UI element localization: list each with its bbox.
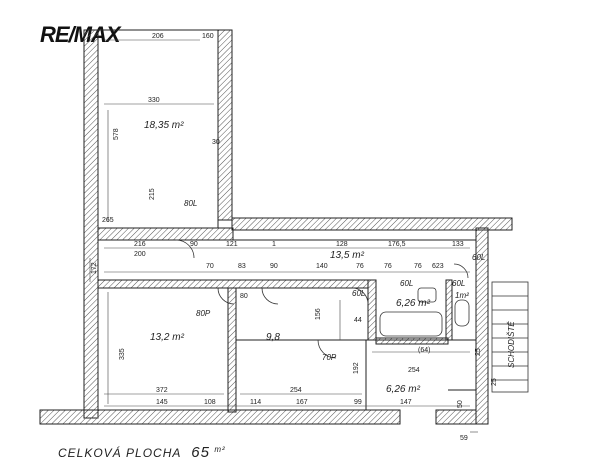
- dim-label: 254: [408, 367, 420, 374]
- dim-label: 90: [190, 241, 198, 248]
- total-area-value: 65: [191, 444, 210, 461]
- door-swing-icon: [317, 339, 337, 359]
- walls: [39, 29, 513, 425]
- hall-area: 13,5 m²: [330, 250, 365, 261]
- bathtub-icon: [379, 311, 443, 337]
- door-label: 60L: [452, 279, 465, 288]
- wall-left-outer: [83, 29, 99, 419]
- sink-icon: [417, 287, 437, 303]
- door-swing-icon: [453, 263, 469, 279]
- dim-label: 192: [353, 362, 360, 374]
- wall-room1-right: [217, 29, 233, 221]
- dim-label: (64): [418, 347, 430, 354]
- dim-label: 578: [113, 128, 120, 140]
- dim-label: 623: [432, 263, 444, 270]
- wall-bath-left: [367, 279, 377, 341]
- dim-label: 176,5: [388, 241, 406, 248]
- doors: [175, 239, 469, 359]
- dim-label: 44: [354, 317, 362, 324]
- dim-label: 335: [119, 348, 126, 360]
- wall-bottom-outer: [39, 409, 401, 425]
- dim-label: 206: [152, 33, 164, 40]
- bath-area: 6,26 m²: [396, 298, 431, 309]
- dim-label: 121: [226, 241, 238, 248]
- dim-label: 76: [384, 263, 392, 270]
- dim-label: 133: [452, 241, 464, 248]
- door-label: 80P: [196, 309, 211, 318]
- wall-hall-bottom: [97, 279, 369, 289]
- dim-label: 99: [354, 399, 362, 406]
- dim-label: 90: [270, 263, 278, 270]
- dim-label: 128: [336, 241, 348, 248]
- toilet-icon: [454, 299, 470, 327]
- dim-label: 83: [238, 263, 246, 270]
- dim-label: 76: [414, 263, 422, 270]
- dim-label: 145: [156, 399, 168, 406]
- door-swing-icon: [351, 287, 369, 305]
- dim-label: 80: [240, 293, 248, 300]
- stairs-label: SCHODIŠTĚ: [507, 321, 516, 368]
- dim-label: 140: [316, 263, 328, 270]
- dim-label: 114: [250, 399, 261, 406]
- room2-area: 13,2 m²: [150, 332, 185, 343]
- dim-label: 172: [91, 262, 98, 274]
- dim-label: 156: [315, 308, 322, 320]
- dim-label: 108: [204, 399, 216, 406]
- wall-room1-bottom: [97, 227, 234, 241]
- dim-label: 200: [134, 251, 146, 258]
- dim-label: 147: [400, 399, 412, 406]
- total-area: CELKOVÁ PLOCHA 65 m²: [58, 444, 226, 461]
- door-swing-icon: [261, 287, 279, 305]
- dimension-lines: [89, 39, 489, 433]
- dim-label: 59: [460, 435, 468, 442]
- wall-bath-bottom: [375, 337, 449, 345]
- door-label: 60L: [352, 289, 365, 298]
- dim-label: 76: [356, 263, 364, 270]
- stairs: [491, 281, 529, 393]
- dim-label: 215: [149, 188, 156, 200]
- wall-room2-room3: [227, 287, 237, 413]
- total-area-unit: m²: [214, 445, 226, 454]
- dim-label: 265: [102, 217, 114, 224]
- dim-label: 167: [296, 399, 308, 406]
- dim-label: 330: [148, 97, 160, 104]
- dim-label: 70: [206, 263, 214, 270]
- total-area-label: CELKOVÁ PLOCHA: [58, 446, 181, 460]
- fixtures: [379, 287, 470, 337]
- dim-label: 216: [134, 241, 146, 248]
- room1-area: 18,35 m²: [144, 120, 184, 131]
- door-label: 80L: [184, 199, 197, 208]
- door-swing-icon: [217, 287, 235, 305]
- door-swing-icon: [175, 239, 195, 259]
- dim-label: 25: [475, 348, 482, 356]
- dim-label: 160: [202, 33, 214, 40]
- wc-area: 1m²: [455, 291, 469, 300]
- dim-label: 50: [457, 400, 464, 408]
- wall-right-outer: [475, 227, 489, 425]
- wall-bottom-right: [435, 409, 477, 425]
- dim-label: 372: [156, 387, 168, 394]
- dim-label: 30: [212, 139, 220, 146]
- wall-top-corridor: [231, 217, 513, 231]
- door-label: 60L: [400, 279, 413, 288]
- dim-label: 25: [491, 378, 498, 386]
- dim-label: 254: [290, 387, 302, 394]
- room-outlines: [97, 29, 476, 410]
- remax-logo: RE/MAX: [40, 22, 121, 47]
- door-label: 60L: [472, 253, 485, 262]
- dim-label: 1: [272, 241, 276, 248]
- kitchen-area: 6,26 m²: [386, 384, 421, 395]
- door-label: 70P: [322, 353, 337, 362]
- wall-bath-wc: [445, 279, 453, 341]
- room3-area: 9,8: [266, 332, 280, 343]
